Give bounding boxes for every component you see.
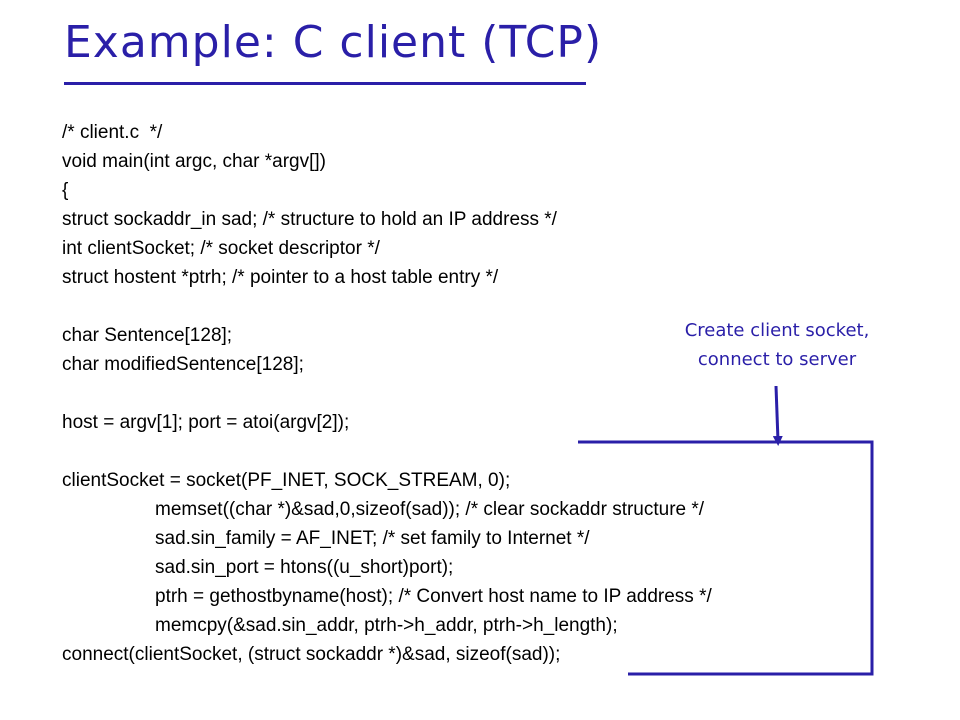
code-line: connect(clientSocket, (struct sockaddr *…	[62, 644, 561, 665]
code-line: struct hostent *ptrh; /* pointer to a ho…	[62, 267, 499, 288]
code-line: memcpy(&sad.sin_addr, ptrh->h_addr, ptrh…	[155, 615, 618, 636]
code-line: ptrh = gethostbyname(host); /* Convert h…	[155, 586, 712, 607]
down-arrow	[772, 385, 783, 446]
code-line: memset((char *)&sad,0,sizeof(sad)); /* c…	[155, 499, 705, 520]
title-underline	[64, 82, 586, 85]
code-line	[62, 379, 712, 408]
code-line	[62, 437, 712, 466]
code-line: sad.sin_port = htons((u_short)port);	[155, 557, 454, 578]
code-block: /* client.c */ void main(int argc, char *…	[62, 118, 712, 669]
code-line: /* client.c */	[62, 122, 163, 143]
slide-title: Example: C client (TCP)	[64, 17, 603, 68]
annotation-callout: Create client socket, connect to server	[630, 316, 924, 374]
annotation-line: connect to server	[697, 349, 857, 370]
code-line: char Sentence[128];	[62, 325, 233, 346]
code-line: host = argv[1]; port = atoi(argv[2]);	[62, 412, 350, 433]
code-line: clientSocket = socket(PF_INET, SOCK_STRE…	[62, 470, 511, 491]
code-line: {	[62, 180, 69, 201]
code-line: sad.sin_family = AF_INET; /* set family …	[155, 528, 590, 549]
code-line: char modifiedSentence[128];	[62, 354, 304, 375]
annotation-line: Create client socket,	[684, 320, 870, 341]
code-line: void main(int argc, char *argv[])	[62, 151, 326, 172]
code-line: struct sockaddr_in sad; /* structure to …	[62, 209, 557, 230]
code-line: int clientSocket; /* socket descriptor *…	[62, 238, 380, 259]
code-line	[62, 292, 712, 321]
